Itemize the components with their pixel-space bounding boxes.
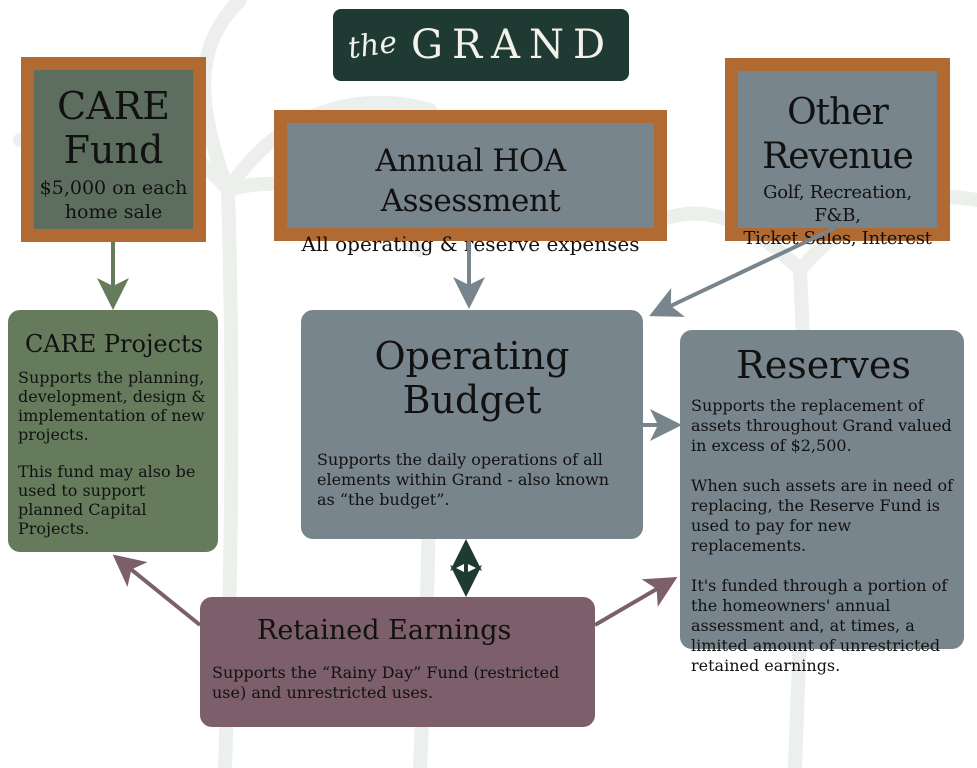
other-revenue-detail-line2: Ticket Sales, Interest	[743, 228, 932, 249]
reserves-paragraph-2: When such assets are in need of replacin…	[691, 476, 954, 555]
care-fund-title-line1: CARE	[57, 84, 170, 128]
care-fund-title-line2: Fund	[63, 128, 164, 172]
retained-earnings-box: Retained Earnings Supports the “Rainy Da…	[200, 597, 595, 727]
reserves-box: Reserves Supports the replacement of ass…	[680, 330, 964, 675]
operating-budget-title-line1: Operating	[374, 334, 570, 378]
operating-budget-description: Supports the daily operations of all ele…	[317, 450, 610, 509]
care-fund-detail-line1: $5,000 on each	[39, 177, 188, 199]
care-projects-title: CARE Projects	[24, 330, 204, 358]
hoa-detail: All operating & reserve expenses	[301, 232, 640, 256]
care-projects-paragraph-1: Supports the planning, development, desi…	[18, 368, 206, 444]
operating-budget-title-line2: Budget	[402, 378, 542, 422]
hoa-title: Annual HOA Assessment	[375, 143, 566, 219]
retained-earnings-title: Retained Earnings	[257, 615, 512, 646]
reserves-paragraph-1: Supports the replacement of assets throu…	[691, 396, 952, 455]
other-revenue-title-line1: Other	[787, 92, 889, 133]
care-projects-box: CARE Projects Supports the planning, dev…	[8, 310, 218, 552]
retained-earnings-description: Supports the “Rainy Day” Fund (restricte…	[212, 663, 560, 702]
care-fund-box: CARE Fund $5,000 on each home sale	[21, 57, 206, 242]
other-revenue-detail-line1: Golf, Recreation, F&B,	[763, 182, 912, 226]
annual-hoa-assessment-box: Annual HOA Assessment All operating & re…	[274, 110, 667, 256]
operating-budget-box: Operating Budget Supports the daily oper…	[301, 310, 643, 539]
care-projects-paragraph-2: This fund may also be used to support pl…	[18, 462, 196, 538]
reserves-title: Reserves	[736, 343, 911, 387]
logo-script-text: the	[345, 24, 400, 66]
the-grand-logo: the GRAND	[333, 9, 629, 81]
logo-name-text: GRAND	[411, 22, 615, 68]
other-revenue-title-line2: Revenue	[762, 136, 914, 177]
other-revenue-box: Other Revenue Golf, Recreation, F&B, Tic…	[725, 58, 950, 249]
reserves-paragraph-3: It's funded through a portion of the hom…	[691, 576, 948, 675]
care-fund-detail-line2: home sale	[64, 201, 163, 223]
